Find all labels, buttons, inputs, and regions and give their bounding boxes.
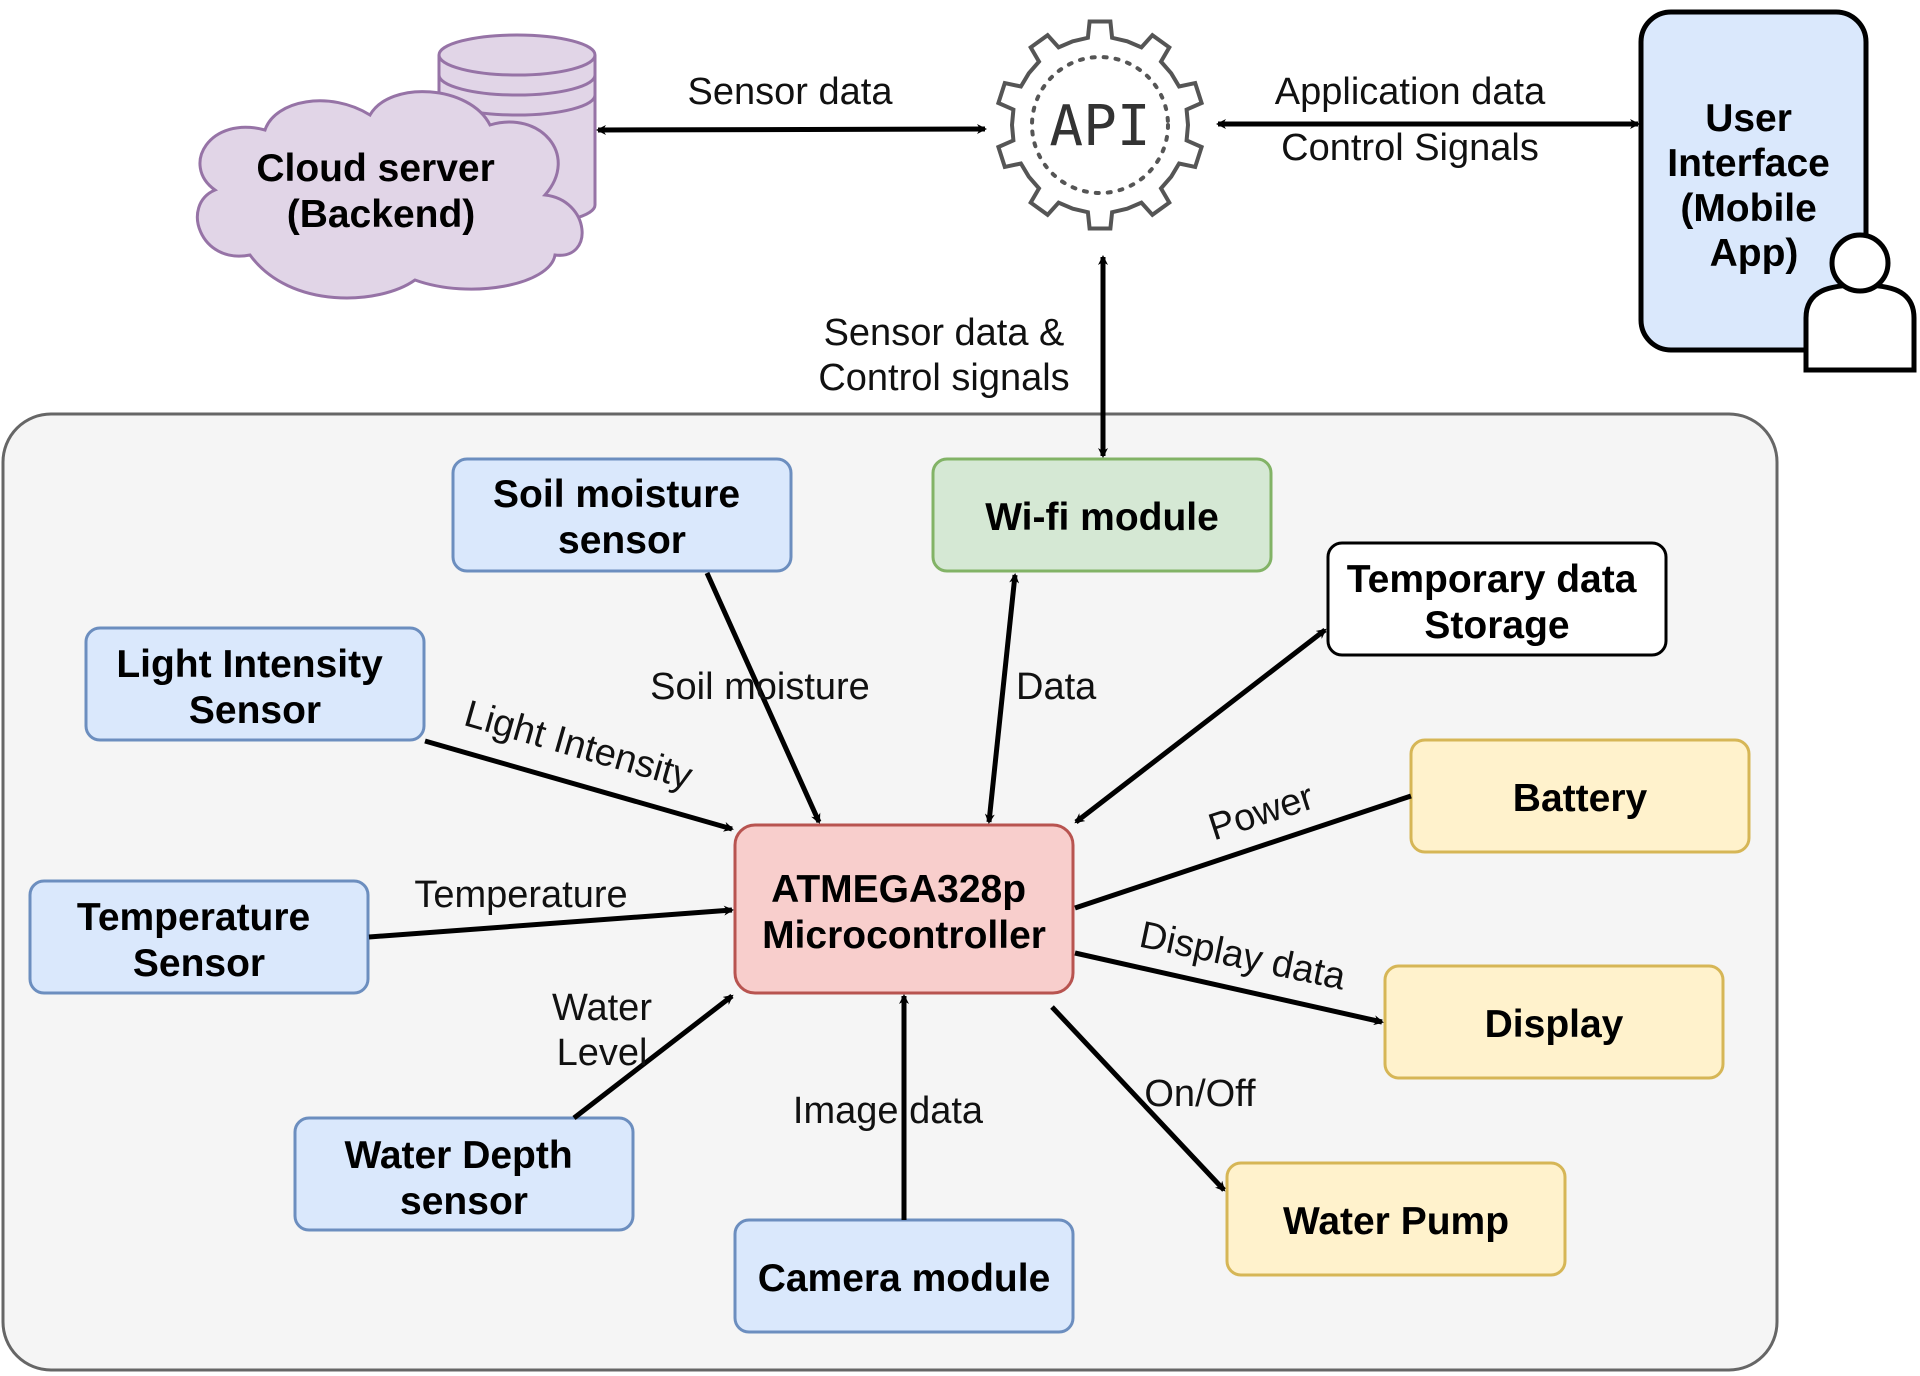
api-node[interactable]: API [995,19,1205,231]
edge-label-control-signals-2: Control signals [818,357,1069,399]
person-icon [1803,232,1917,373]
microcontroller-label: ATMEGA328p Microcontroller [762,868,1046,957]
storage-line-2: Storage [1424,604,1569,647]
temperature-sensor-node[interactable]: Temperature Sensor [28,879,370,995]
storage-line-1: Temporary data [1347,558,1637,601]
light-line-1: Light Intensity [116,643,383,686]
mcu-line-1: ATMEGA328p [771,868,1026,911]
temporary-storage-node[interactable]: Temporary data Storage [1326,541,1668,657]
edge-label-data: Data [1016,666,1097,708]
edge-label-image-data: Image data [793,1090,984,1132]
soil-line-2: sensor [558,519,686,562]
temp-line-1: Temperature [77,896,310,939]
edge-storage-mcu [1074,628,1327,824]
wifi-module-label: Wi-fi module [985,496,1219,539]
edge-label-temperature: Temperature [414,874,627,916]
water-depth-label: Water Depth sensor [344,1134,583,1223]
edge-label-level: Level [557,1032,648,1074]
edge-label-control-signals: Control Signals [1281,127,1539,169]
edge-label-sensor-data: Sensor data [688,71,894,113]
camera-module-label: Camera module [758,1257,1051,1300]
battery-node[interactable]: Battery [1409,738,1751,854]
water-pump-label: Water Pump [1283,1200,1509,1243]
display-label: Display [1485,1003,1624,1046]
display-node[interactable]: Display [1383,964,1725,1080]
water-depth-sensor-node[interactable]: Water Depth sensor [293,1116,635,1232]
water-depth-line-1: Water Depth [344,1134,572,1177]
edge-mcu-display [1074,950,1384,1026]
edge-cloud-api [596,124,987,135]
cloud-icon [196,90,584,300]
temporary-storage-label: Temporary data Storage [1347,558,1648,647]
cloud-server-node[interactable]: Cloud server (Backend) [196,90,584,300]
cloud-line-1: Cloud server [256,147,494,190]
camera-module-node[interactable]: Camera module [733,1218,1075,1334]
user-line-3: (Mobile [1680,187,1816,230]
light-intensity-sensor-node[interactable]: Light Intensity Sensor [84,626,426,742]
edge-mcu-pump [1050,1005,1226,1192]
light-line-2: Sensor [189,689,321,732]
user-line-1: User [1705,97,1792,140]
light-intensity-label: Light Intensity Sensor [116,643,393,732]
wifi-module-node[interactable]: Wi-fi module [931,457,1273,573]
microcontroller-node[interactable]: ATMEGA328p Microcontroller [733,823,1075,995]
edge-label-soil-moisture: Soil moisture [650,666,870,708]
edge-label-on-off: On/Off [1144,1073,1256,1115]
edge-label-application-data: Application data [1275,71,1546,113]
edge-temp-mcu [368,905,734,940]
gear-icon [995,19,1205,231]
water-depth-line-2: sensor [400,1180,528,1223]
edge-light-mcu [424,738,734,832]
user-line-4: App) [1710,232,1799,275]
soil-moisture-sensor-node[interactable]: Soil moisture sensor [451,457,793,573]
edge-soil-mcu [704,571,822,824]
edge-battery-mcu [1074,793,1412,911]
api-label: API [1049,94,1150,159]
mcu-line-2: Microcontroller [762,914,1046,957]
cloud-line-2: (Backend) [287,193,476,236]
user-line-2: Interface [1667,142,1830,185]
edge-wifi-mcu [984,573,1020,824]
soil-moisture-label: Soil moisture sensor [493,473,751,562]
user-interface-label: User Interface (Mobile App) [1667,97,1840,275]
water-pump-node[interactable]: Water Pump [1225,1161,1567,1277]
temperature-sensor-label: Temperature Sensor [77,896,321,985]
edge-label-sensor-data-and: Sensor data & [824,312,1065,354]
edge-water-mcu [572,994,734,1120]
user-interface-node[interactable]: User Interface (Mobile App) [1638,9,1917,373]
edge-label-water: Water [552,987,652,1029]
cloud-server-label: Cloud server (Backend) [256,147,505,236]
battery-label: Battery [1513,777,1648,820]
soil-line-1: Soil moisture [493,473,740,516]
temp-line-2: Sensor [133,942,265,985]
